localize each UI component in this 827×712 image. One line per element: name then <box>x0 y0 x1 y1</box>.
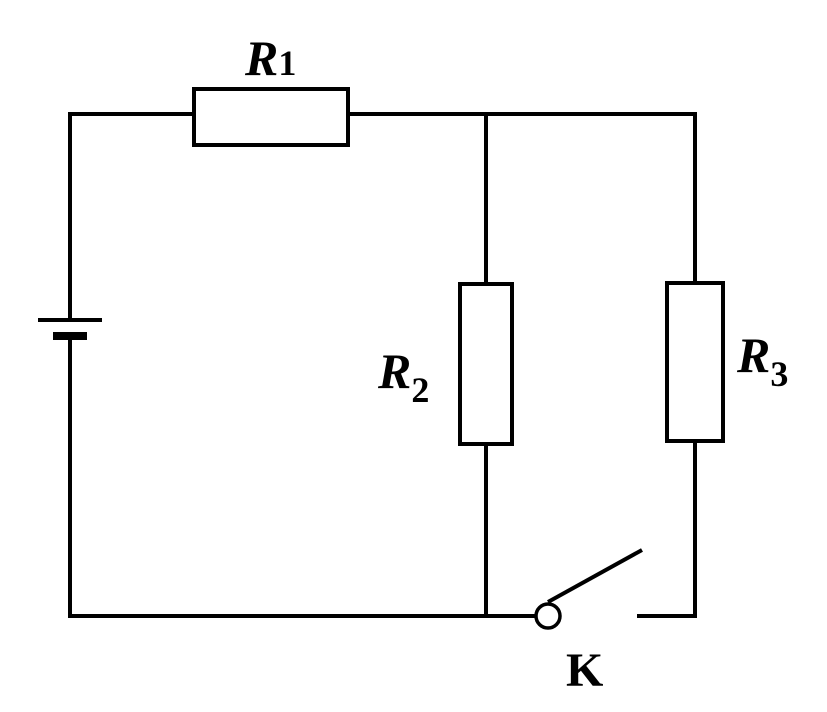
resistor-r1 <box>192 87 350 147</box>
label-r3: R3 <box>736 327 788 394</box>
label-r1-subscript: 1 <box>278 43 296 83</box>
label-switch-k: K <box>566 644 603 697</box>
label-r2-subscript: 2 <box>411 370 429 410</box>
label-r3-letter: R <box>736 327 770 383</box>
label-r2: R2 <box>377 343 429 410</box>
label-r3-subscript: 3 <box>770 354 788 394</box>
switch-blade <box>547 548 643 604</box>
label-r1: R1 <box>244 30 296 86</box>
label-r1-letter: R <box>244 30 278 86</box>
switch-pivot <box>534 602 562 630</box>
resistor-r2 <box>458 282 514 446</box>
resistor-r3 <box>665 281 725 443</box>
label-r2-letter: R <box>377 343 411 399</box>
